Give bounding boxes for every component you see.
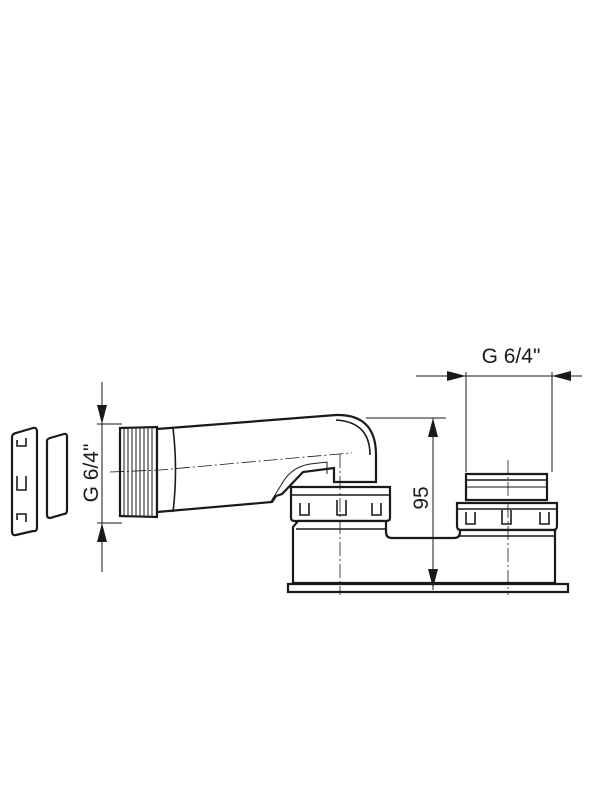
pipe-thread-label: G 6/4" xyxy=(80,444,103,503)
outlet-thread-dimension xyxy=(416,371,582,472)
height-dimension xyxy=(366,417,446,590)
height-label: 95 xyxy=(410,486,433,509)
outlet-thread-label: G 6/4" xyxy=(482,345,541,368)
trap-base xyxy=(286,519,570,594)
elbow-union-nut xyxy=(289,485,392,523)
seal-ring xyxy=(45,432,69,520)
center-lines xyxy=(109,452,509,595)
bent-pipe xyxy=(118,413,378,519)
outlet-union-nut xyxy=(455,501,559,532)
outlet-spigot xyxy=(464,472,549,502)
pipe-thread-dimension xyxy=(97,382,122,572)
loose-union-nut xyxy=(10,426,39,537)
